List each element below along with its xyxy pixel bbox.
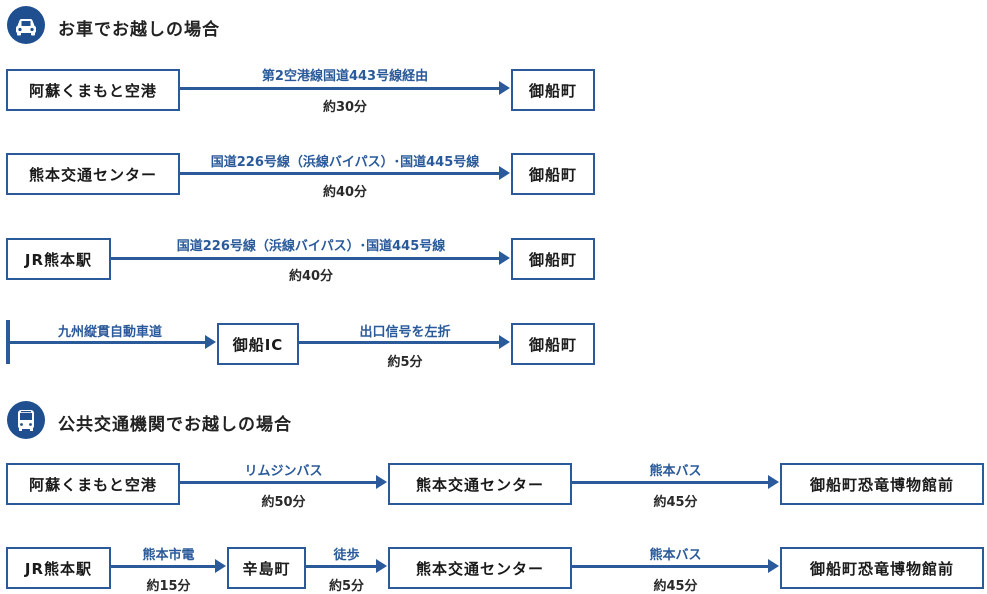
destination-box-mifune: 御船町	[511, 69, 595, 111]
expressway-label: 九州縦貫自動車道	[57, 325, 162, 340]
route-arrow-line	[572, 481, 769, 484]
route-via-label: リムジンバス	[244, 464, 323, 479]
transfer-box-kumamoto-kotsu-center: 熊本交通センター	[388, 547, 572, 589]
origin-box-aso-airport: 阿蘇くまもと空港	[6, 463, 180, 505]
arrowhead	[768, 559, 779, 573]
transit-section-title: 公共交通機関でお越しの場合	[58, 415, 292, 435]
route-via-label: 出口信号を左折	[359, 325, 451, 340]
arrowhead	[499, 81, 510, 95]
route-via-label: 国道226号線（浜線バイパス）･国道445号線	[176, 239, 446, 254]
route-via-label: 熊本バス	[649, 464, 702, 479]
route-arrow-line	[180, 481, 377, 484]
arrowhead	[376, 475, 387, 489]
route-via-label: 熊本バス	[649, 548, 702, 563]
route-arrow-line	[111, 565, 216, 568]
route-time-label: 約15分	[146, 579, 191, 594]
route-via-label: 熊本市電	[142, 548, 195, 563]
route-time-label: 約5分	[328, 579, 365, 594]
route-arrow-line	[180, 172, 500, 175]
route-time-label: 約5分	[387, 355, 423, 370]
mifune-ic-box: 御船IC	[217, 323, 299, 365]
origin-box-jr-kumamoto: JR熊本駅	[6, 238, 111, 280]
route-time-label: 約45分	[653, 579, 698, 594]
route-time-label: 約40分	[288, 269, 334, 284]
origin-box-jr-kumamoto: JR熊本駅	[6, 547, 111, 589]
arrowhead	[499, 335, 510, 349]
transfer-box-kumamoto-kotsu-center: 熊本交通センター	[388, 463, 572, 505]
destination-box-mifune: 御船町	[511, 153, 595, 195]
destination-box-mifune: 御船町	[511, 238, 595, 280]
destination-box-dinosaur-museum: 御船町恐竜博物館前	[780, 547, 984, 589]
route-arrow-line	[111, 257, 500, 260]
route-arrow-line	[299, 341, 500, 344]
route-time-label: 約45分	[653, 495, 698, 510]
destination-box-dinosaur-museum: 御船町恐竜博物館前	[780, 463, 984, 505]
car-section-title: お車でお越しの場合	[58, 20, 220, 40]
stop-box-karashimacho: 辛島町	[227, 547, 306, 589]
route-time-label: 約50分	[261, 495, 306, 510]
origin-box-aso-airport: 阿蘇くまもと空港	[6, 69, 180, 111]
arrowhead	[499, 251, 510, 265]
destination-box-mifune: 御船町	[511, 323, 595, 365]
bus-icon	[7, 401, 45, 439]
origin-box-kumamoto-kotsu-center: 熊本交通センター	[6, 153, 180, 195]
route-arrow-line	[306, 565, 377, 568]
arrowhead	[215, 559, 226, 573]
route-via-label: 国道226号線（浜線バイパス）･国道445号線	[210, 155, 480, 170]
route-time-label: 約40分	[322, 185, 368, 200]
route-arrow-line	[6, 341, 206, 344]
arrowhead	[376, 559, 387, 573]
route-arrow-line	[572, 565, 769, 568]
arrowhead	[205, 335, 216, 349]
route-time-label: 約30分	[322, 100, 368, 115]
car-icon	[7, 6, 45, 44]
route-arrow-line	[180, 87, 500, 90]
route-via-label: 第2空港線国道443号線経由	[261, 69, 429, 84]
route-via-label: 徒歩	[333, 548, 360, 563]
arrowhead	[499, 166, 510, 180]
arrowhead	[768, 475, 779, 489]
